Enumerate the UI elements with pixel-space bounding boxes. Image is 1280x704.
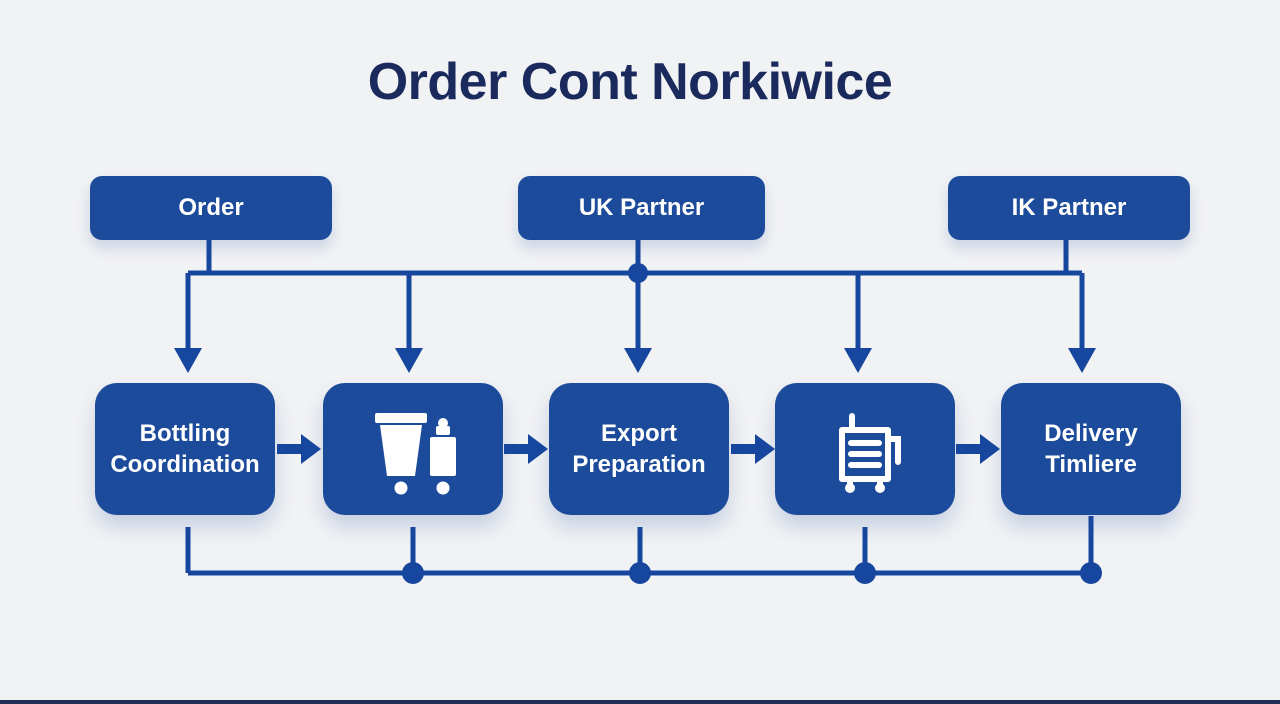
right-arrow-icon-1: [277, 434, 321, 464]
node-order: Order: [90, 176, 332, 240]
node-delivery-line1: Delivery: [1044, 420, 1138, 447]
down-arrowhead-icon-4: [844, 348, 872, 373]
node-ik-partner-label: IK Partner: [1011, 194, 1127, 221]
page-title: Order Cont Norkiwice: [367, 53, 893, 111]
node-export-preparation: Export Preparation: [549, 383, 729, 515]
right-arrow-icon-2: [504, 434, 548, 464]
node-bottling-coordination: Bottling Coordination: [95, 383, 275, 515]
bottles-containers-icon: [358, 399, 468, 499]
node-export-line2: Preparation: [572, 451, 706, 478]
node-bottles-step: [323, 383, 503, 515]
top-junction-dot: [628, 263, 648, 283]
node-cart-step: [775, 383, 955, 515]
right-arrow-icon-3: [731, 434, 775, 464]
node-delivery-line2: Timliere: [1045, 451, 1137, 478]
node-uk-partner-label: UK Partner: [578, 194, 705, 221]
bottom-junction-dot-3: [854, 562, 876, 584]
node-ik-partner: IK Partner: [948, 176, 1190, 240]
bottom-junction-dot-4: [1080, 562, 1102, 584]
node-bottling-line1: Bottling: [139, 420, 231, 447]
node-export-line1: Export: [600, 420, 677, 447]
right-arrow-icon-4: [956, 434, 1000, 464]
node-order-label: Order: [178, 194, 244, 221]
down-arrowhead-icon-2: [395, 348, 423, 373]
bottom-edge-bar: [0, 700, 1280, 704]
down-arrowhead-icon-1: [174, 348, 202, 373]
down-arrowhead-icon-3: [624, 348, 652, 373]
delivery-cart-icon: [810, 399, 920, 499]
node-delivery-timliere: Delivery Timliere: [1001, 383, 1181, 515]
bottom-junction-dot-2: [629, 562, 651, 584]
node-bottling-line2: Coordination: [110, 451, 260, 478]
bottom-junction-dot-1: [402, 562, 424, 584]
down-arrowhead-icon-5: [1068, 348, 1096, 373]
node-uk-partner: UK Partner: [518, 176, 765, 240]
